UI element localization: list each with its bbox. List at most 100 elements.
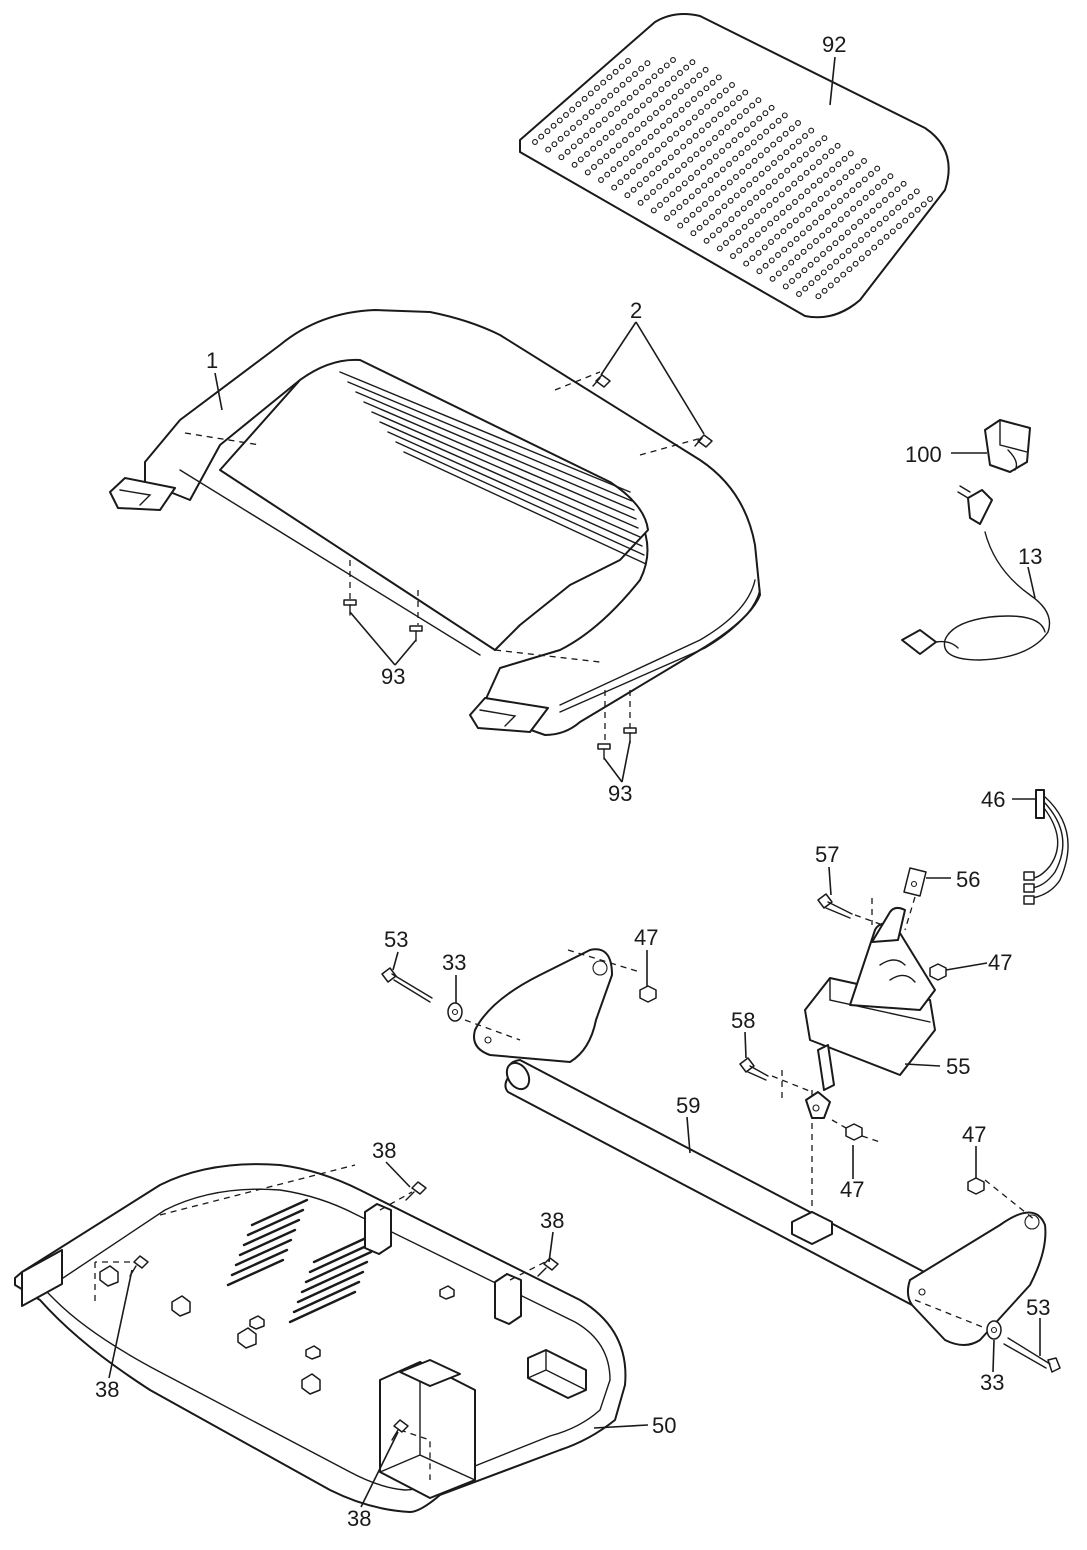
perforation [754,231,761,238]
perforation [769,275,776,282]
perforation [634,126,641,133]
callout-93-right: 93 [608,781,632,806]
perforation [676,204,683,211]
part-47-nut [639,963,985,1195]
perforation [570,143,577,150]
perforation [737,131,744,138]
perforation [636,181,643,188]
perforation [695,188,701,194]
perforation [651,73,658,80]
perforation [781,112,788,119]
vent-slot [246,1208,305,1237]
part-93-screw [343,599,637,760]
perforation [722,221,729,228]
perforation [681,180,688,187]
perforation [668,172,675,179]
perforation [874,165,881,172]
perforation [870,226,877,233]
perforation [748,236,755,243]
perforation [834,277,840,283]
perforation [806,225,812,231]
callout-92: 92 [822,32,846,57]
perforation [846,266,853,273]
callout-53-right: 53 [1026,1295,1050,1320]
perforation [611,184,618,191]
perforation [558,154,565,161]
perforation [728,216,735,223]
perforation [742,242,749,249]
perforation [868,171,874,177]
perforation [643,176,649,182]
perforation [900,180,907,187]
part-46-wire-harness [1023,789,1069,905]
perforation [794,254,801,261]
perforation [563,112,569,118]
perforation [729,234,736,241]
perforation [707,177,714,184]
perforation [875,184,881,190]
perforation [894,186,901,193]
perforation [698,109,704,115]
perforation [743,108,749,114]
vent-slot [296,1270,365,1304]
perforation [889,228,896,235]
perforation [849,187,856,194]
perforation [779,209,786,216]
perforation [831,221,838,228]
perforation [695,206,702,213]
perforation [597,158,604,165]
perforation [810,182,817,189]
perforation [768,239,774,245]
perforation [723,105,730,112]
hood-slat [379,421,641,538]
perforation [749,255,756,262]
perforation [625,58,631,64]
perforation [639,102,646,109]
perforation [767,220,774,227]
perforation [761,244,768,251]
perforation [803,169,810,176]
perforation [666,117,673,124]
perforation [913,188,920,195]
perforation [629,150,635,156]
part-2-screw [592,374,713,448]
perforation [842,174,849,181]
perforation [802,285,809,292]
perforation [888,191,895,198]
perforation [720,184,727,191]
perforation [729,82,735,88]
callout-47-far: 47 [962,1122,986,1147]
perforation [690,230,697,237]
perforation [765,183,772,190]
perforation [689,211,696,218]
perforation [606,74,613,81]
perforation [663,62,670,69]
perforation [832,240,839,247]
perforation [808,127,815,134]
perforation [823,190,830,197]
part-13-power-cord [901,485,1051,661]
perforation [681,162,687,168]
perforation [702,201,708,207]
perforation [768,104,775,111]
perforation [731,137,738,144]
vent-slot [238,1228,297,1257]
perforation [646,115,653,122]
perforation [788,259,795,266]
perforation [581,95,588,102]
callout-47-top: 47 [634,925,658,950]
perforation [739,168,746,175]
perforation [627,113,634,120]
perforation [772,196,779,203]
perforation [563,130,570,137]
perforation [806,243,813,250]
perforation [780,228,787,235]
perforation [588,108,595,115]
perforation [632,89,639,96]
perforation [702,219,709,226]
perforation [852,260,859,267]
perforation [827,264,833,270]
perforation [642,157,649,164]
perforation [686,138,693,145]
